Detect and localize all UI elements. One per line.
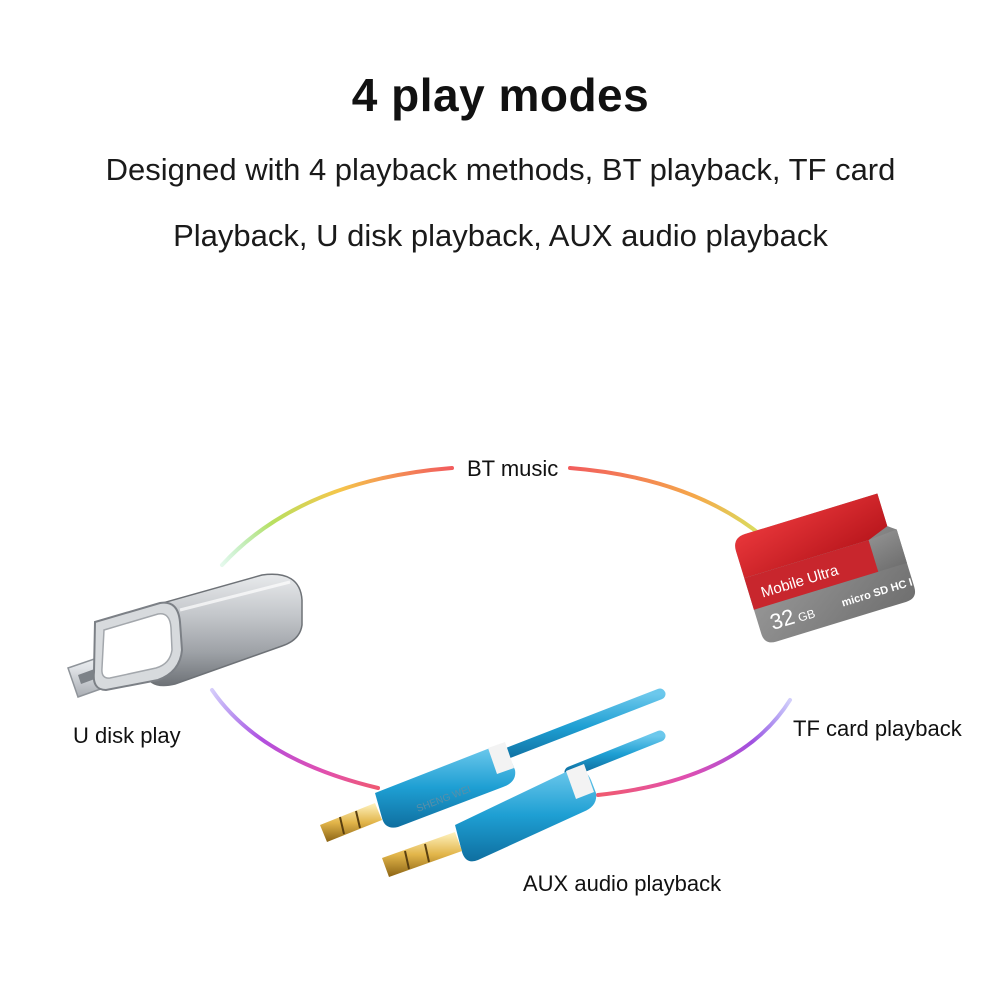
sd-unit: GB <box>796 606 817 624</box>
label-aux-audio-playback: AUX audio playback <box>523 871 722 896</box>
subtitle-line-2: Playback, U disk playback, AUX audio pla… <box>173 218 828 253</box>
page-title: 4 play modes <box>351 69 650 121</box>
subtitle-line-1: Designed with 4 playback methods, BT pla… <box>105 152 896 187</box>
micro-sd-card-icon: Mobile Ultra 32 GB micro SD HC I <box>735 493 916 643</box>
usb-drive-icon <box>67 573 303 698</box>
label-u-disk-play: U disk play <box>73 723 181 748</box>
arc-bottom-right <box>596 698 792 797</box>
label-tf-card-playback: TF card playback <box>793 716 962 741</box>
arc-bottom-left <box>210 688 380 790</box>
label-bt-music: BT music <box>467 456 559 481</box>
arc-top-left <box>220 466 454 567</box>
